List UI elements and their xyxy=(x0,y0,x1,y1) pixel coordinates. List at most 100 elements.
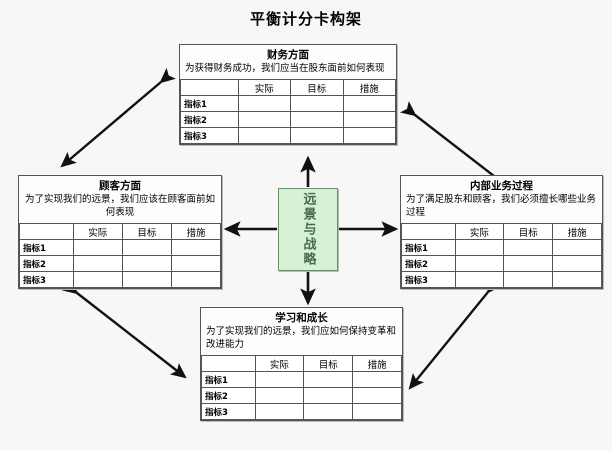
row-label: 指标3 xyxy=(201,403,256,420)
cell-measure[interactable] xyxy=(352,387,402,404)
financial-table[interactable]: 实际 目标 措施 指标1 指标2 指标3 xyxy=(180,79,396,144)
row-label: 指标3 xyxy=(180,127,239,144)
row-label: 指标1 xyxy=(201,371,256,388)
arrow-internal-learning xyxy=(408,277,503,390)
header-blank xyxy=(180,79,239,96)
cell-actual[interactable] xyxy=(454,271,505,288)
table-row[interactable]: 指标2 xyxy=(180,111,396,128)
header-blank xyxy=(401,223,456,240)
cell-actual[interactable] xyxy=(237,127,292,144)
cell-measure[interactable] xyxy=(342,127,396,144)
internal-table[interactable]: 实际 目标 措施 指标1 指标2 指标3 xyxy=(401,223,602,288)
cell-actual[interactable] xyxy=(237,111,292,128)
row-label: 指标1 xyxy=(19,239,74,256)
table-row[interactable]: 指标2 xyxy=(401,255,602,272)
cell-target[interactable] xyxy=(121,271,172,288)
cell-measure[interactable] xyxy=(342,95,396,112)
cell-measure[interactable] xyxy=(552,271,602,288)
header-target: 目标 xyxy=(503,223,554,240)
cell-target[interactable] xyxy=(121,239,172,256)
header-measure: 措施 xyxy=(170,223,222,240)
cell-target[interactable] xyxy=(121,255,172,272)
perspective-box-financial[interactable]: 财务方面 为获得财务成功，我们应当在股东面前如何表现 实际 目标 措施 指标1 … xyxy=(179,44,397,145)
table-row[interactable]: 指标3 xyxy=(180,127,396,144)
header-target: 目标 xyxy=(290,79,344,96)
financial-title: 财务方面 xyxy=(267,49,309,61)
header-measure: 措施 xyxy=(552,223,602,240)
header-actual: 实际 xyxy=(72,223,123,240)
vision-strategy-label: 远景与战略 xyxy=(300,192,316,267)
header-blank xyxy=(19,223,74,240)
header-actual: 实际 xyxy=(454,223,505,240)
learning-table[interactable]: 实际 目标 措施 指标1 指标2 指标3 xyxy=(201,355,402,420)
cell-measure[interactable] xyxy=(352,371,402,388)
cell-target[interactable] xyxy=(290,95,344,112)
perspective-box-internal[interactable]: 内部业务过程 为了满足股东和顾客，我们必须擅长哪些业务过程 实际 目标 措施 指… xyxy=(400,175,603,289)
perspective-box-customer[interactable]: 顾客方面 为了实现我们的远景，我们应该在顾客面前如何表现 实际 目标 措施 指标… xyxy=(18,175,222,289)
table-row[interactable]: 指标1 xyxy=(401,239,602,256)
cell-target[interactable] xyxy=(290,111,344,128)
row-label: 指标1 xyxy=(180,95,239,112)
internal-title: 内部业务过程 xyxy=(470,180,533,192)
header-target: 目标 xyxy=(121,223,172,240)
customer-table[interactable]: 实际 目标 措施 指标1 指标2 指标3 xyxy=(19,223,222,288)
header-actual: 实际 xyxy=(254,355,305,372)
cell-target[interactable] xyxy=(303,371,354,388)
customer-description: 为了实现我们的远景，我们应该在顾客面前如何表现 xyxy=(24,194,215,218)
arrow-customer-learning xyxy=(61,279,187,379)
row-label: 指标2 xyxy=(201,387,256,404)
internal-header: 内部业务过程 为了满足股东和顾客，我们必须擅长哪些业务过程 xyxy=(401,176,602,223)
vision-strategy-box[interactable]: 远景与战略 xyxy=(278,188,338,271)
financial-description: 为获得财务成功，我们应当在股东面前如何表现 xyxy=(185,63,385,74)
cell-target[interactable] xyxy=(303,403,354,420)
cell-target[interactable] xyxy=(503,271,554,288)
table-row[interactable]: 指标2 xyxy=(19,255,222,272)
table-header-row: 实际 目标 措施 xyxy=(180,79,396,96)
customer-header: 顾客方面 为了实现我们的远景，我们应该在顾客面前如何表现 xyxy=(19,176,221,223)
row-label: 指标2 xyxy=(401,255,456,272)
cell-measure[interactable] xyxy=(352,403,402,420)
table-header-row: 实际 目标 措施 xyxy=(19,223,222,240)
cell-actual[interactable] xyxy=(454,255,505,272)
cell-measure[interactable] xyxy=(170,239,222,256)
learning-title: 学习和成长 xyxy=(275,312,328,324)
cell-measure[interactable] xyxy=(170,255,222,272)
table-row[interactable]: 指标2 xyxy=(201,387,402,404)
table-row[interactable]: 指标1 xyxy=(19,239,222,256)
cell-actual[interactable] xyxy=(254,371,305,388)
header-measure: 措施 xyxy=(342,79,396,96)
perspective-box-learning[interactable]: 学习和成长 为了实现我们的远景，我们应如何保持变革和改进能力 实际 目标 措施 … xyxy=(200,307,403,421)
cell-actual[interactable] xyxy=(72,271,123,288)
table-header-row: 实际 目标 措施 xyxy=(401,223,602,240)
financial-header: 财务方面 为获得财务成功，我们应当在股东面前如何表现 xyxy=(180,45,396,79)
cell-actual[interactable] xyxy=(237,95,292,112)
cell-actual[interactable] xyxy=(454,239,505,256)
cell-measure[interactable] xyxy=(552,239,602,256)
cell-measure[interactable] xyxy=(170,271,222,288)
table-row[interactable]: 指标1 xyxy=(201,371,402,388)
customer-title: 顾客方面 xyxy=(99,180,141,192)
cell-measure[interactable] xyxy=(342,111,396,128)
row-label: 指标2 xyxy=(19,255,74,272)
table-row[interactable]: 指标1 xyxy=(180,95,396,112)
table-row[interactable]: 指标3 xyxy=(201,403,402,420)
header-blank xyxy=(201,355,256,372)
cell-target[interactable] xyxy=(503,239,554,256)
cell-actual[interactable] xyxy=(254,403,305,420)
table-row[interactable]: 指标3 xyxy=(401,271,602,288)
cell-actual[interactable] xyxy=(72,255,123,272)
internal-description: 为了满足股东和顾客，我们必须擅长哪些业务过程 xyxy=(406,194,597,218)
table-header-row: 实际 目标 措施 xyxy=(201,355,402,372)
row-label: 指标2 xyxy=(180,111,239,128)
row-label: 指标3 xyxy=(401,271,456,288)
cell-actual[interactable] xyxy=(254,387,305,404)
learning-description: 为了实现我们的远景，我们应如何保持变革和改进能力 xyxy=(206,326,397,350)
cell-target[interactable] xyxy=(290,127,344,144)
cell-measure[interactable] xyxy=(552,255,602,272)
header-target: 目标 xyxy=(303,355,354,372)
cell-target[interactable] xyxy=(303,387,354,404)
cell-target[interactable] xyxy=(503,255,554,272)
learning-header: 学习和成长 为了实现我们的远景，我们应如何保持变革和改进能力 xyxy=(201,308,402,355)
cell-actual[interactable] xyxy=(72,239,123,256)
table-row[interactable]: 指标3 xyxy=(19,271,222,288)
